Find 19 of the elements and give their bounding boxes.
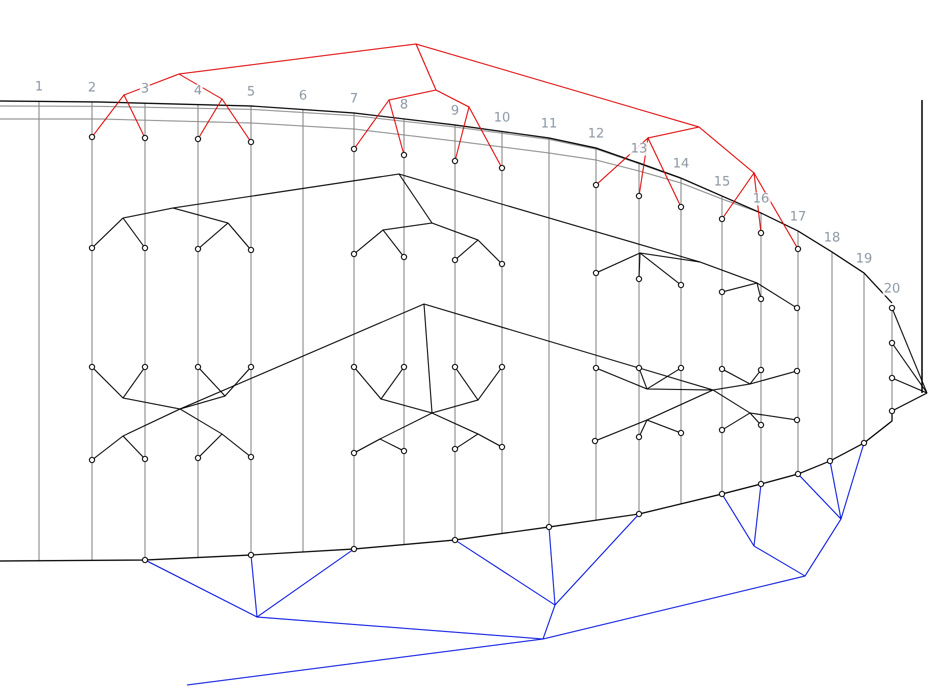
rib-number: 2 [86, 81, 98, 94]
rib-number: 5 [246, 86, 256, 98]
rib-number: 9 [450, 104, 460, 118]
rib-number: 10 [492, 111, 512, 124]
rib-number: 19 [854, 252, 874, 266]
rib-number: 3 [140, 82, 150, 96]
rib-number: 14 [672, 158, 690, 170]
rib-number: 6 [298, 89, 308, 102]
rib-number: 16 [752, 192, 770, 206]
rib-number: 12 [586, 128, 606, 140]
rib-number: 15 [712, 176, 732, 188]
rib-number: 4 [192, 84, 204, 98]
rib-number: 11 [540, 118, 558, 130]
rib-number: 13 [630, 142, 648, 156]
rib-number: 20 [882, 282, 902, 296]
rib-number: 17 [788, 210, 808, 224]
rib-number: 8 [398, 98, 410, 112]
rib-number: 18 [822, 232, 842, 244]
rib-number: 7 [348, 92, 360, 106]
